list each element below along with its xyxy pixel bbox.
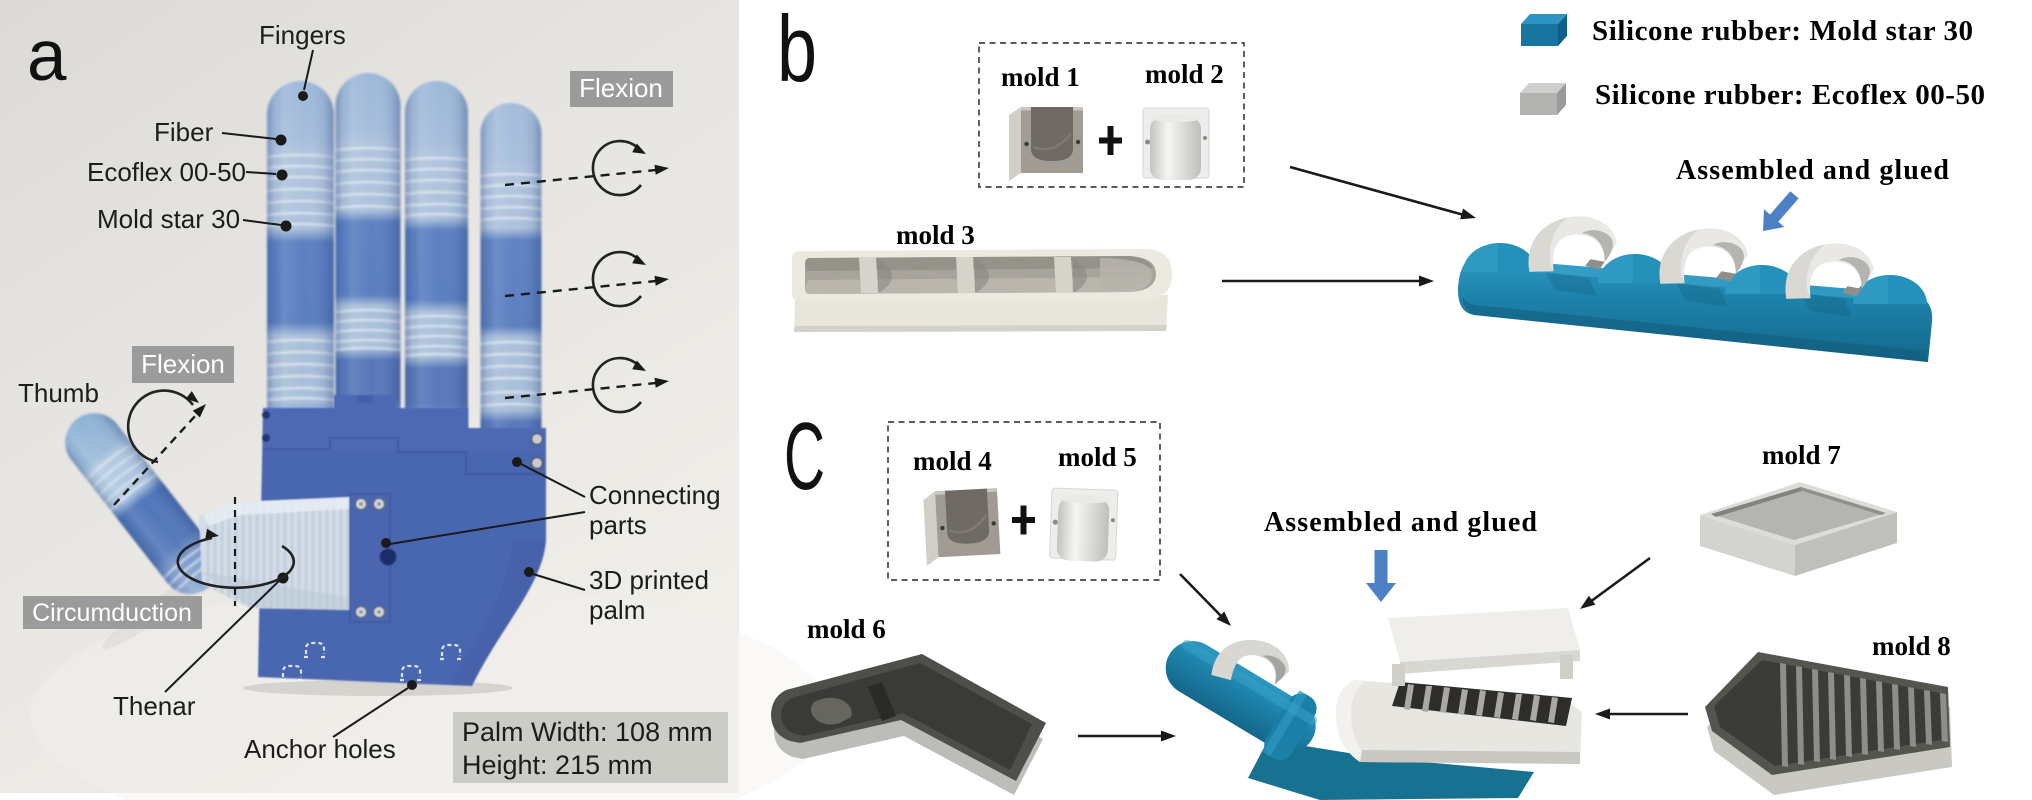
svg-text:mold 6: mold 6 bbox=[807, 614, 886, 644]
svg-text:Silicone rubber: Mold star 30: Silicone rubber: Mold star 30 bbox=[1592, 15, 1973, 47]
svg-text:parts: parts bbox=[589, 510, 647, 540]
svg-text:Flexion: Flexion bbox=[579, 73, 663, 103]
svg-text:Silicone rubber: Ecoflex 00-50: Silicone rubber: Ecoflex 00-50 bbox=[1595, 79, 1985, 111]
svg-text:mold 5: mold 5 bbox=[1058, 442, 1137, 472]
svg-text:Thumb: Thumb bbox=[18, 378, 99, 408]
svg-text:mold 8: mold 8 bbox=[1872, 631, 1951, 661]
svg-text:mold 4: mold 4 bbox=[913, 446, 992, 476]
svg-text:Mold star 30: Mold star 30 bbox=[97, 204, 240, 234]
svg-text:mold 1: mold 1 bbox=[1001, 62, 1080, 92]
svg-text:a: a bbox=[27, 17, 67, 96]
svg-text:Flexion: Flexion bbox=[141, 349, 225, 379]
svg-text:Circumduction: Circumduction bbox=[32, 599, 192, 627]
svg-text:C: C bbox=[784, 403, 825, 510]
svg-text:Assembled and glued: Assembled and glued bbox=[1676, 155, 1949, 186]
svg-text:b: b bbox=[777, 0, 817, 101]
svg-text:Connecting: Connecting bbox=[589, 480, 721, 510]
svg-text:Assembled and glued: Assembled and glued bbox=[1264, 507, 1537, 538]
svg-text:mold 3: mold 3 bbox=[896, 220, 975, 250]
svg-text:Fiber: Fiber bbox=[154, 117, 214, 147]
svg-text:Anchor holes: Anchor holes bbox=[244, 734, 396, 764]
svg-text:Thenar: Thenar bbox=[113, 691, 196, 721]
svg-text:3D printed: 3D printed bbox=[589, 565, 709, 595]
svg-text:Fingers: Fingers bbox=[259, 20, 346, 50]
svg-text:Palm Width: 108 mm: Palm Width: 108 mm bbox=[462, 717, 713, 747]
svg-text:mold 7: mold 7 bbox=[1762, 440, 1841, 470]
svg-text:mold 2: mold 2 bbox=[1145, 59, 1224, 89]
svg-text:Ecoflex 00-50: Ecoflex 00-50 bbox=[87, 157, 246, 187]
svg-text:Height: 215 mm: Height: 215 mm bbox=[462, 750, 653, 780]
svg-text:palm: palm bbox=[589, 595, 645, 625]
